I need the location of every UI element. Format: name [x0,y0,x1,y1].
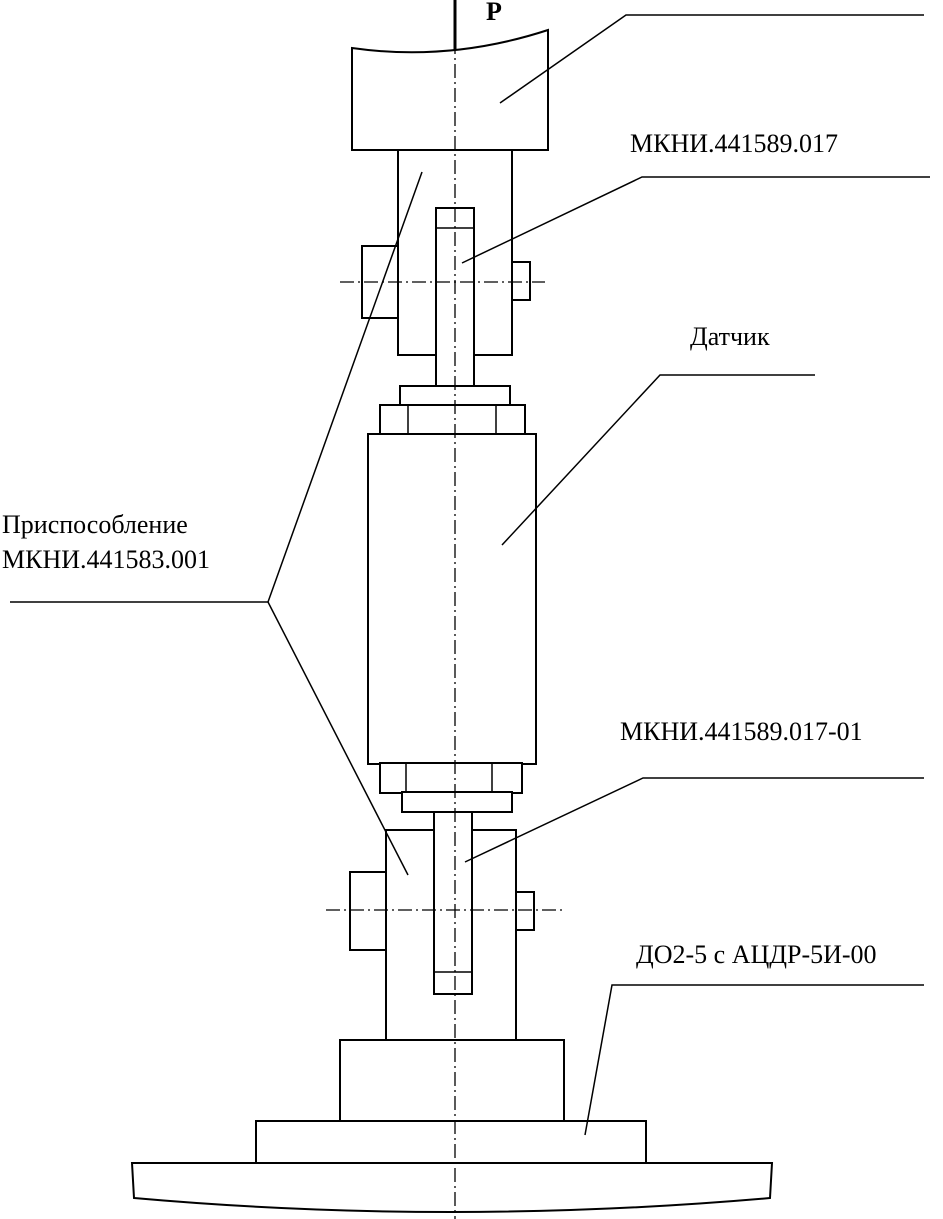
lower-pin-nut-right [515,891,535,931]
label-lower-part: МКНИ.441589.017-01 [620,717,863,746]
machine-table [130,1162,774,1213]
upper-pin-nut-right [511,261,531,301]
leader-upper-part [461,176,930,264]
leader-lower-part [464,777,924,863]
upper-nut [379,404,526,436]
leader-fixture-upper [267,171,423,603]
label-fixture-line2: МКНИ.441583.001 [2,545,210,574]
force-label: P [486,0,502,26]
label-fixture-line1: Приспособление [2,510,188,539]
sensor-body [367,433,537,765]
label-upper-part: МКНИ.441589.017 [630,129,838,158]
leader-sensor [501,374,815,546]
leader-machine [584,984,924,1136]
lower-eye-bolt [433,811,473,995]
leader-upper-grip [499,14,924,104]
lower-pin-head-left [349,871,387,951]
base-block [339,1039,565,1123]
leader-fixture-lower [267,601,409,876]
upper-grip [351,28,549,151]
lower-adapter [401,791,513,813]
base-plate [255,1120,647,1164]
label-machine: ДО2-5 с АЦДР-5И-00 [636,940,877,969]
label-sensor: Датчик [690,322,770,351]
lower-nut [379,762,523,794]
